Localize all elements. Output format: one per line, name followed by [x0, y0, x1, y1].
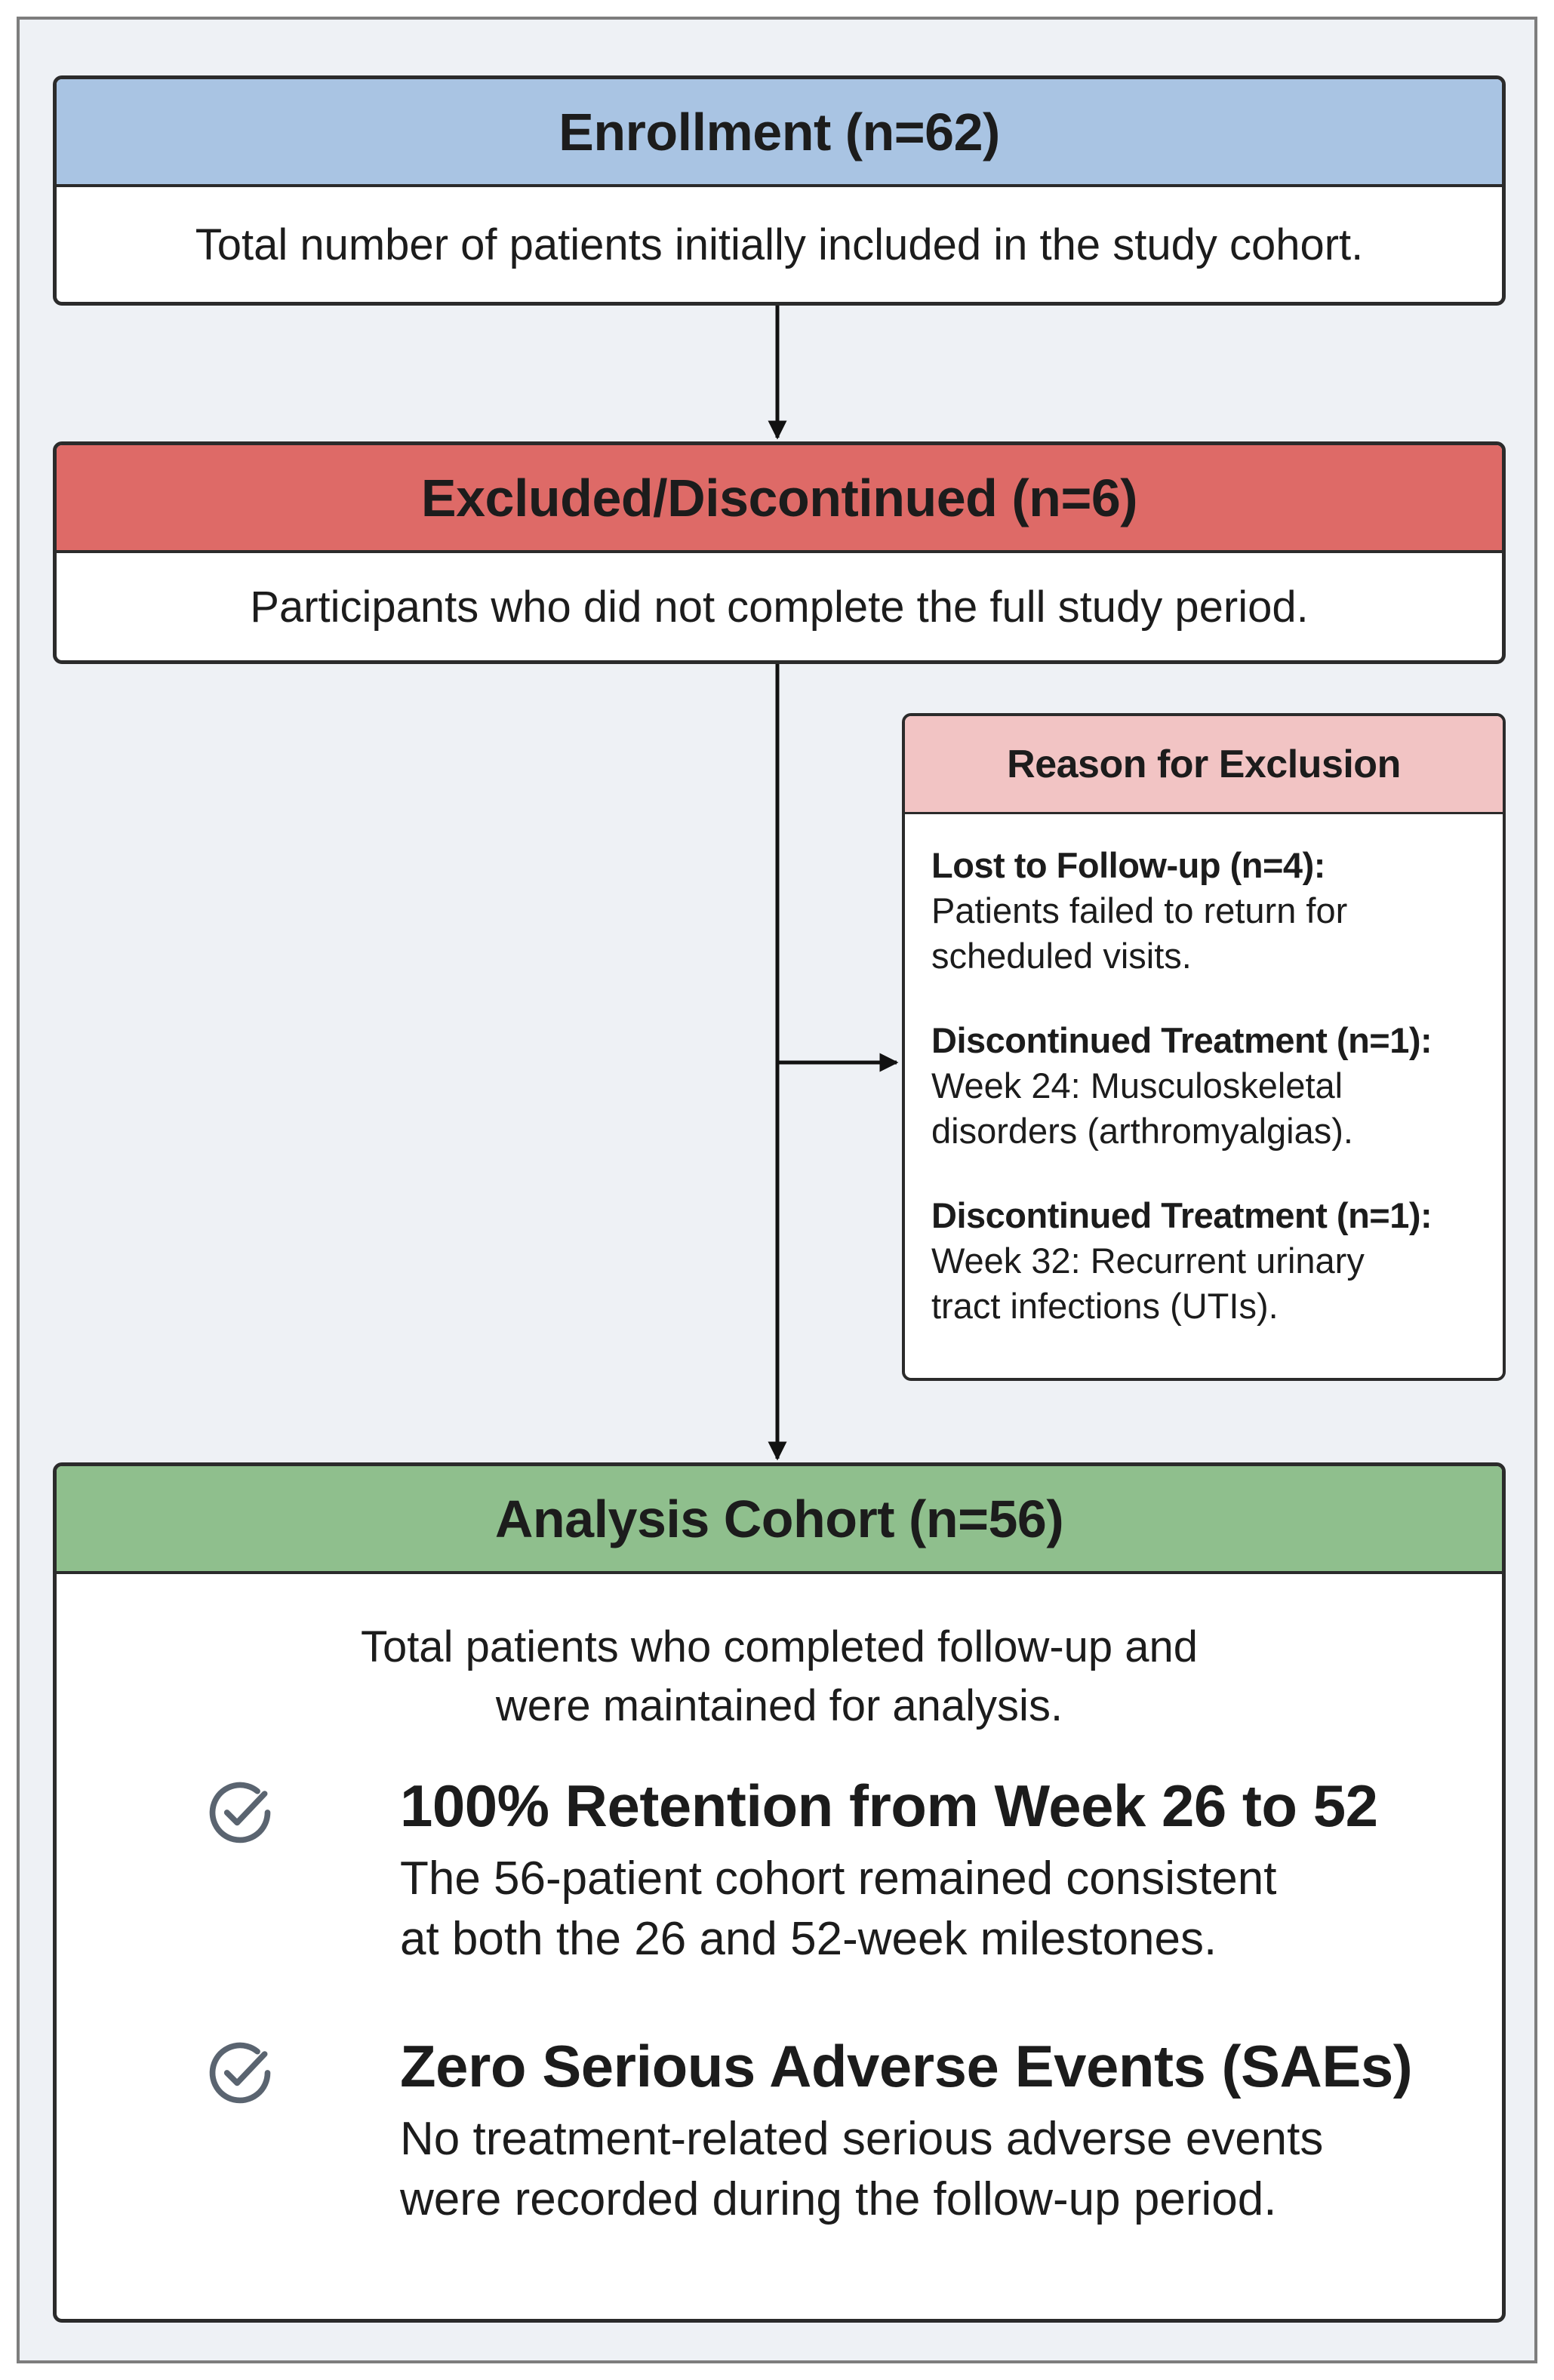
analysis-box: Analysis Cohort (n=56) Total patients wh… — [53, 1462, 1506, 2323]
reason-list: Lost to Follow-up (n=4): Patients failed… — [905, 814, 1503, 1329]
reason-item: Discontinued Treatment (n=1): Week 24: M… — [931, 1018, 1503, 1154]
check-circle-icon — [209, 2042, 271, 2104]
analysis-title: Analysis Cohort (n=56) — [57, 1466, 1502, 1574]
reason-item-title: Lost to Follow-up (n=4): — [931, 845, 1325, 885]
excluded-title: Excluded/Discontinued (n=6) — [57, 445, 1502, 553]
highlight-detail: The 56-patient cohort remained consisten… — [400, 1853, 1277, 1965]
reason-item-detail: Week 24: Musculoskeletal disorders (arth… — [931, 1065, 1353, 1151]
reason-box: Reason for Exclusion Lost to Follow-up (… — [902, 713, 1506, 1381]
excluded-box: Excluded/Discontinued (n=6) Participants… — [53, 441, 1506, 664]
enrollment-box: Enrollment (n=62) Total number of patien… — [53, 75, 1506, 306]
reason-item-title: Discontinued Treatment (n=1): — [931, 1195, 1432, 1235]
analysis-description: Total patients who completed follow-up a… — [360, 1622, 1199, 1730]
reason-item: Lost to Follow-up (n=4): Patients failed… — [931, 843, 1503, 979]
reason-item: Discontinued Treatment (n=1): Week 32: R… — [931, 1193, 1503, 1329]
enrollment-title: Enrollment (n=62) — [57, 79, 1502, 187]
reason-title: Reason for Exclusion — [905, 716, 1503, 814]
highlight-detail: No treatment-related serious adverse eve… — [400, 2113, 1324, 2225]
enrollment-description: Total number of patients initially inclu… — [195, 220, 1364, 269]
reason-item-detail: Week 32: Recurrent urinary tract infecti… — [931, 1241, 1365, 1326]
highlight-title: Zero Serious Adverse Events (SAEs) — [400, 2033, 1413, 2099]
check-circle-icon — [209, 1782, 271, 1843]
highlight-title: 100% Retention from Week 26 to 52 — [400, 1773, 1378, 1839]
reason-item-title: Discontinued Treatment (n=1): — [931, 1020, 1432, 1060]
excluded-description: Participants who did not complete the fu… — [250, 582, 1309, 632]
reason-item-detail: Patients failed to return for scheduled … — [931, 890, 1348, 976]
